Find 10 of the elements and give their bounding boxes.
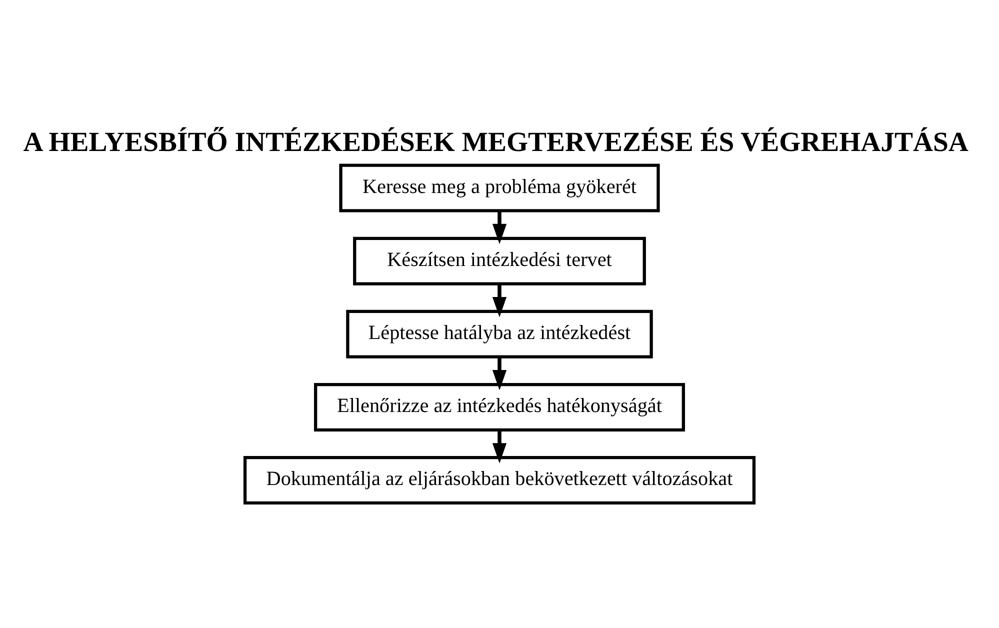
- arrow: [492, 284, 507, 318]
- arrow: [492, 356, 507, 390]
- node-box: Dokumentálja az eljárásokban bekövetkezett változásokat: [243, 456, 756, 505]
- node-box: Léptesse hatályba az intézkedést: [346, 310, 653, 358]
- arrow: [492, 430, 507, 464]
- diagram-title: A HELYESBÍTŐ INTÉZKEDÉSEK MEGTERVEZÉSE ÉS VÉGREHAJTÁSA: [23, 126, 968, 157]
- node-box: Ellenőrizze az intézkedés hatékonyságát: [314, 382, 685, 432]
- arrow: [492, 210, 507, 244]
- node-box: Készítsen intézkedési tervet: [353, 236, 646, 286]
- node-box: Keresse meg a probléma gyökerét: [339, 164, 660, 212]
